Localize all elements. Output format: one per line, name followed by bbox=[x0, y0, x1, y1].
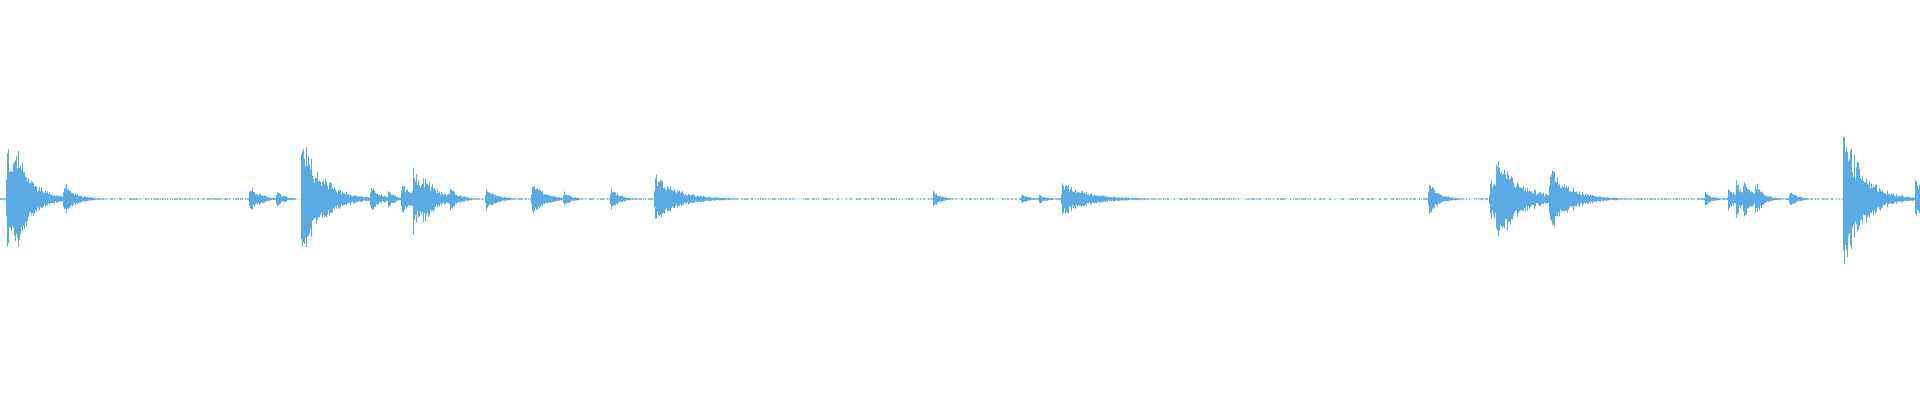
waveform-samples bbox=[0, 136, 1920, 264]
waveform-path bbox=[0, 136, 1920, 264]
